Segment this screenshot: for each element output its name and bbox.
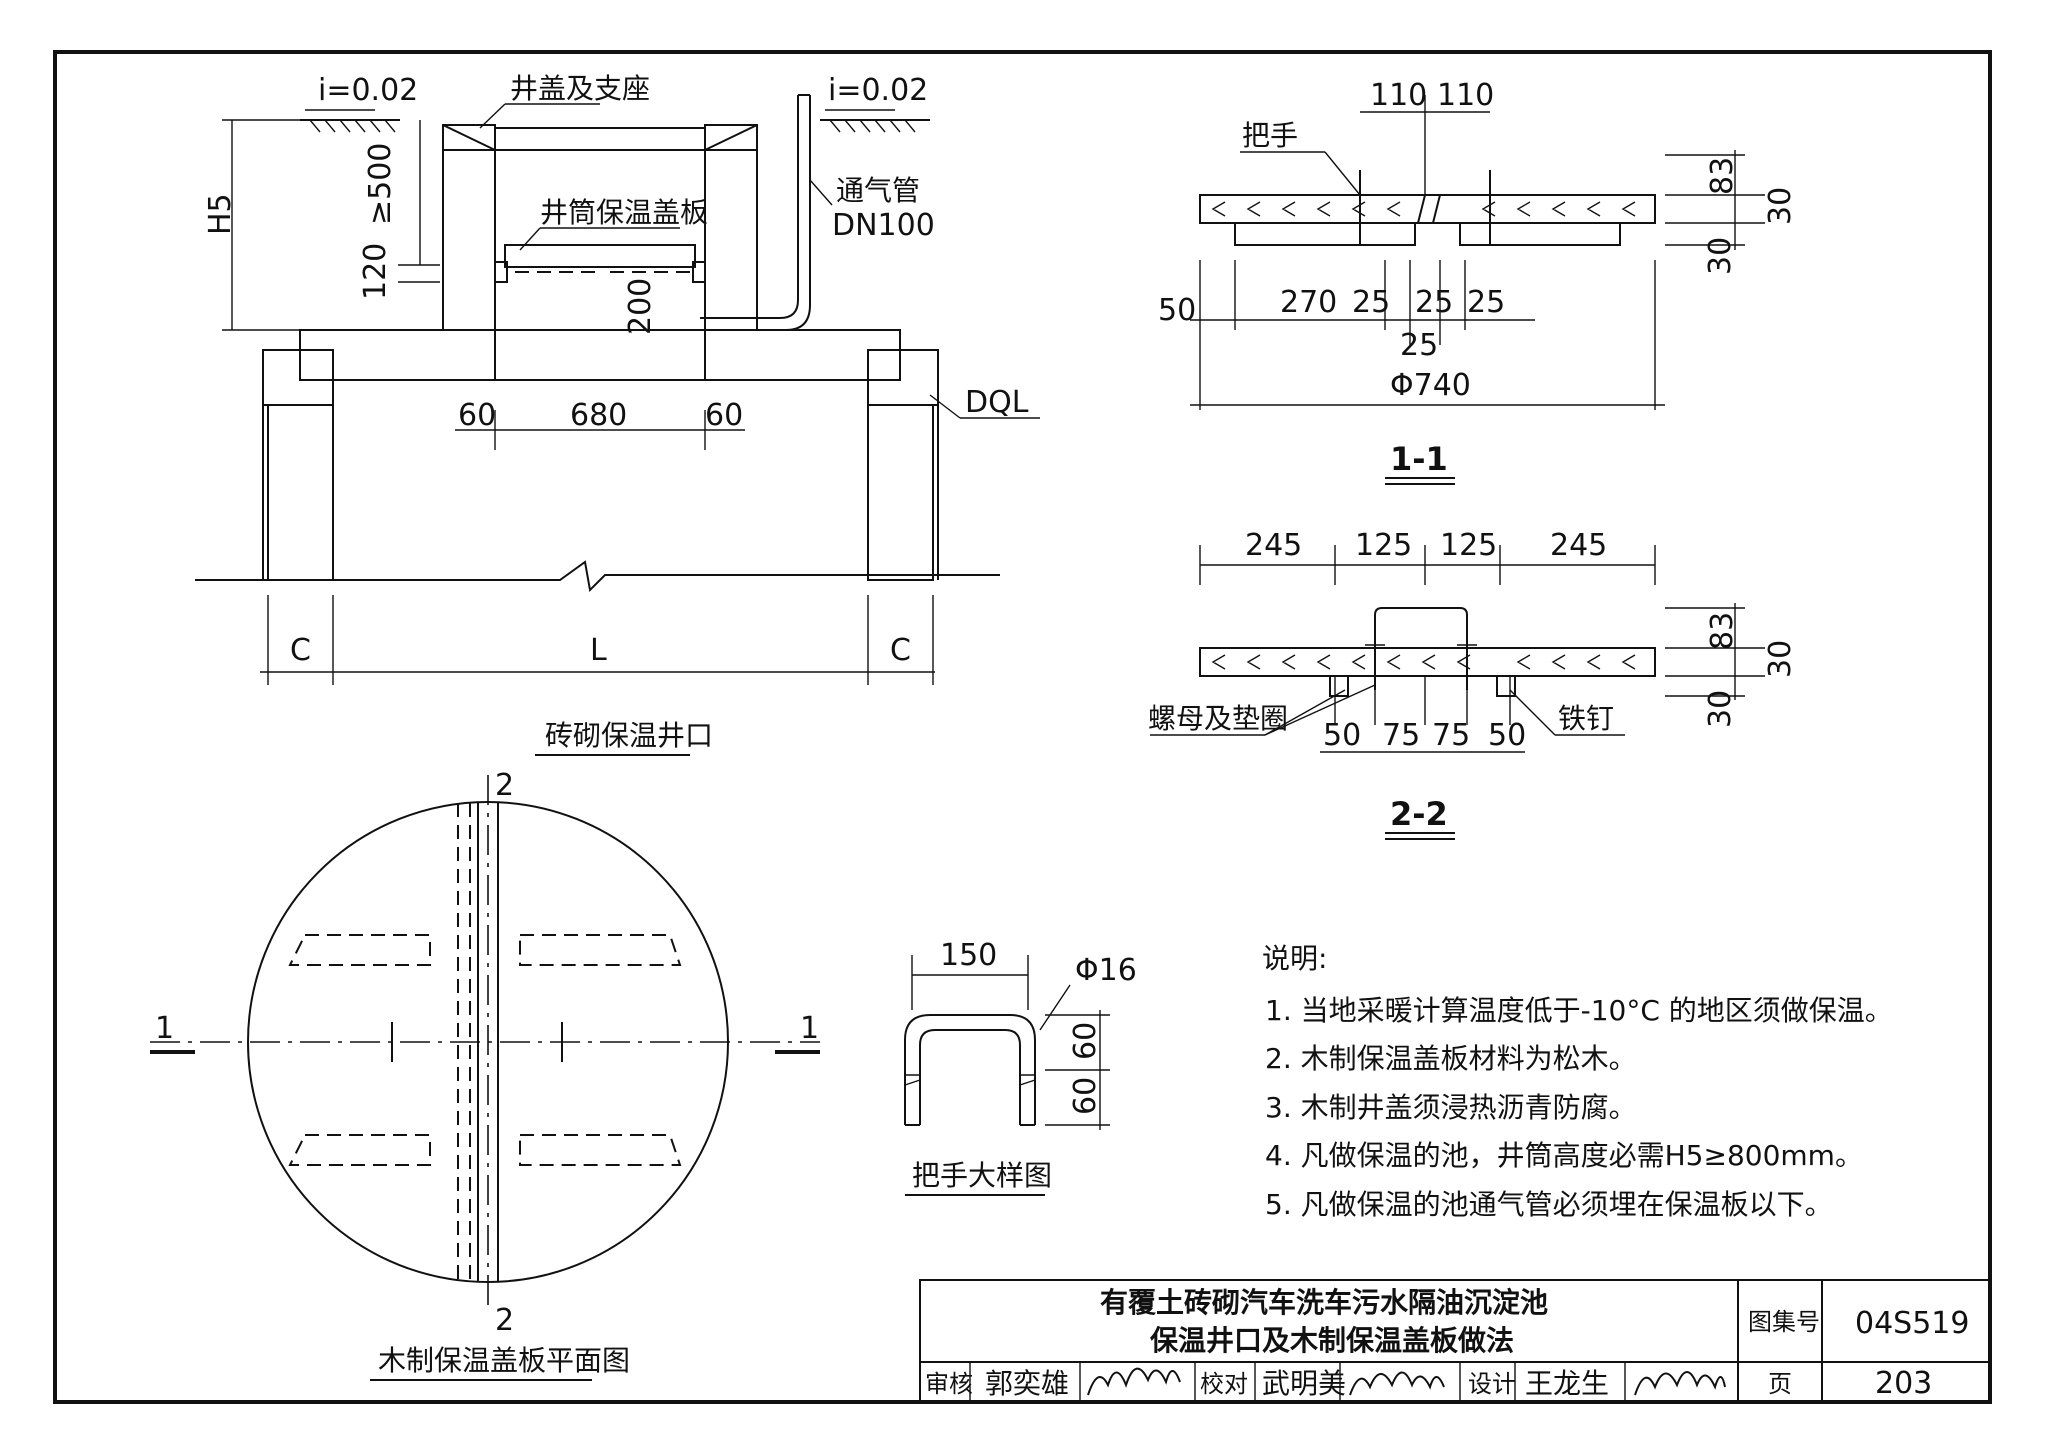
main-section: i=0.02 i=0.02 [195,72,1040,756]
dim-245a: 245 [1245,528,1302,563]
review-signature [1087,1367,1181,1396]
main-section-title: 砖砌保温井口 [545,719,713,752]
dim-245b: 245 [1550,528,1607,563]
dim-50: 50 [1158,293,1196,328]
note-item: 5. 凡做保温的池通气管必须埋在保温板以下。 [1265,1188,1833,1221]
plan-title: 木制保温盖板平面图 [378,1344,630,1377]
dim-125b: 125 [1440,528,1497,563]
dim-680: 680 [570,398,627,433]
check-name: 武明美 [1262,1367,1346,1400]
dim-110a: 110 [1370,78,1427,113]
design-name: 王龙生 [1525,1367,1609,1400]
notes-heading: 说明: [1262,942,1327,975]
dim-c-left: C [290,633,311,668]
section-2-2-title: 2-2 [1390,795,1448,833]
dim-60b: 60 [705,398,743,433]
dim-50a: 50 [1323,718,1361,753]
dim-phi740: Φ740 [1390,368,1471,403]
dim-270: 270 [1280,285,1337,320]
dim-60a-handle: 60 [1068,1022,1103,1060]
section-mark-1-right: 1 [800,1011,819,1046]
handle-label: 把手 [1242,119,1298,152]
plan-view: 2 2 1 1 木制保温盖板平面图 [150,768,820,1381]
note-item: 3. 木制井盖须浸热沥青防腐。 [1265,1091,1637,1124]
handle-detail-title: 把手大样图 [912,1159,1052,1192]
dim-125a: 125 [1355,528,1412,563]
dim-200: 200 [623,278,658,335]
dim-l: L [590,633,607,668]
review-label: 审核 [925,1370,973,1398]
section-2-2: 245 125 125 245 50 75 75 50 83 30 30 螺母及… [1148,528,1798,840]
dim-30a: 30 [1763,187,1798,225]
page-number: 203 [1875,1366,1932,1401]
note-item: 4. 凡做保温的池，井筒高度必需H5≥800mm。 [1265,1139,1863,1172]
check-signature [1349,1371,1445,1396]
nut-label: 螺母及垫圈 [1148,702,1288,735]
dim-75a: 75 [1382,718,1420,753]
section-1-1-title: 1-1 [1390,440,1448,478]
insul-cover-label: 井筒保温盖板 [540,196,708,229]
dim-50b: 50 [1488,718,1526,753]
vent-size: DN100 [832,208,935,243]
slope-label-right: i=0.02 [828,73,928,108]
slope-label-left: i=0.02 [318,73,418,108]
dim-120: 120 [358,243,393,300]
dim-hs: H5 [203,193,238,235]
section-mark-2-bottom: 2 [495,1303,514,1338]
note-item: 1. 当地采暖计算温度低于-10°C 的地区须做保温。 [1265,994,1893,1027]
section-1-1: 110 110 把手 83 30 30 50 270 25 25 25 25 Φ… [1158,78,1798,485]
atlas-number: 04S519 [1855,1306,1969,1341]
dim-25c: 25 [1467,285,1505,320]
dim-25d: 25 [1400,328,1438,363]
check-label: 校对 [1200,1370,1248,1398]
dim-83-2: 83 [1705,612,1740,650]
dim-110b: 110 [1437,78,1494,113]
dim-83: 83 [1705,157,1740,195]
section-mark-1-left: 1 [155,1011,174,1046]
dim-c-right: C [890,633,911,668]
beam-label: DQL [965,385,1029,420]
dim-60a: 60 [458,398,496,433]
dim-30a-2: 30 [1763,640,1798,678]
notes: 说明: 1. 当地采暖计算温度低于-10°C 的地区须做保温。 2. 木制保温盖… [1262,942,1893,1221]
vent-label: 通气管 [836,174,920,207]
design-label: 设计 [1468,1370,1516,1398]
dim-60b-handle: 60 [1068,1077,1103,1115]
title-line2: 保温井口及木制保温盖板做法 [1150,1324,1514,1357]
dim-25b: 25 [1415,285,1453,320]
dim-25a: 25 [1352,285,1390,320]
dim-30b: 30 [1703,237,1738,275]
dim-500: ≥500 [363,143,398,225]
dim-150: 150 [940,938,997,973]
handle-detail: 150 Φ16 60 60 把手大样图 [904,938,1137,1196]
review-name: 郭奕雄 [985,1367,1069,1400]
dim-phi16: Φ16 [1075,953,1137,988]
title-line1: 有覆土砖砌汽车洗车污水隔油沉淀池 [1100,1286,1548,1319]
note-item: 2. 木制保温盖板材料为松木。 [1265,1042,1637,1075]
design-signature [1634,1371,1726,1396]
title-block: 有覆土砖砌汽车洗车污水隔油沉淀池 保温井口及木制保温盖板做法 图集号 04S51… [919,1279,1991,1403]
cover-label: 井盖及支座 [510,72,650,105]
section-mark-2-top: 2 [495,768,514,803]
atlas-label: 图集号 [1748,1308,1820,1336]
dim-30b-2: 30 [1703,690,1738,728]
page-label: 页 [1768,1370,1792,1398]
nail-label: 铁钉 [1558,702,1614,735]
dim-75b: 75 [1432,718,1470,753]
